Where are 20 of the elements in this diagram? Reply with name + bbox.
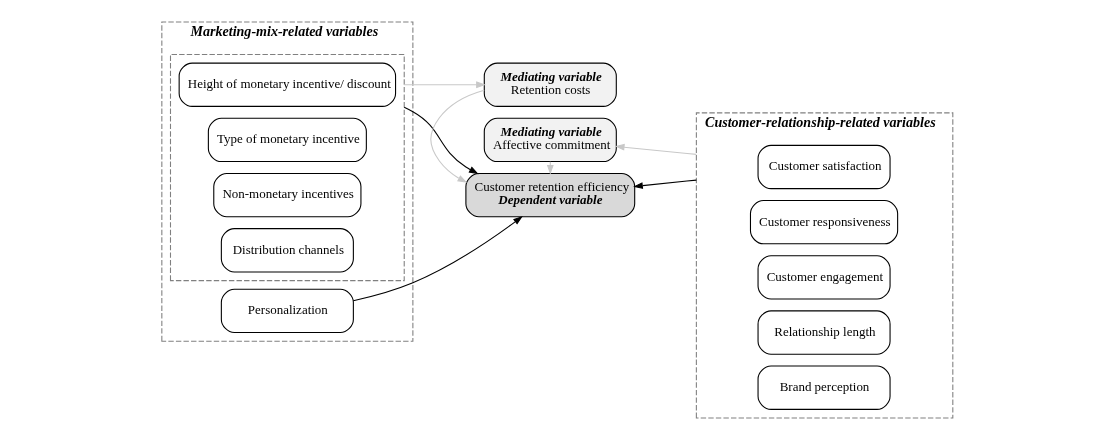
- node-box: Personalization: [220, 288, 354, 333]
- cluster: [169, 53, 405, 281]
- arrow: [614, 143, 697, 155]
- arrow: [430, 89, 485, 183]
- node-box: Type of monetary incentive: [207, 117, 367, 162]
- node-box: Relationship length: [757, 309, 891, 355]
- node-box: Height of monetary incentive/ discount: [178, 62, 397, 107]
- node-box: Customer satisfaction: [757, 144, 891, 189]
- node-box: Non-monetary incentives: [213, 172, 362, 217]
- node-box: Mediating variable Retention costs: [483, 62, 617, 107]
- node-box: Brand perception: [757, 365, 891, 410]
- node-box: Customer responsiveness: [749, 199, 899, 244]
- node-box: Mediating variable Affective commitment: [483, 117, 617, 162]
- arrow: [403, 80, 486, 88]
- node-box: Customer engagement: [757, 254, 891, 300]
- node-box: Customer retention efficiency Dependent variable: [465, 172, 636, 217]
- arrow: [403, 106, 479, 174]
- arrow: [352, 215, 523, 301]
- node-box: Distribution channels: [220, 227, 354, 272]
- arrow: [633, 179, 697, 189]
